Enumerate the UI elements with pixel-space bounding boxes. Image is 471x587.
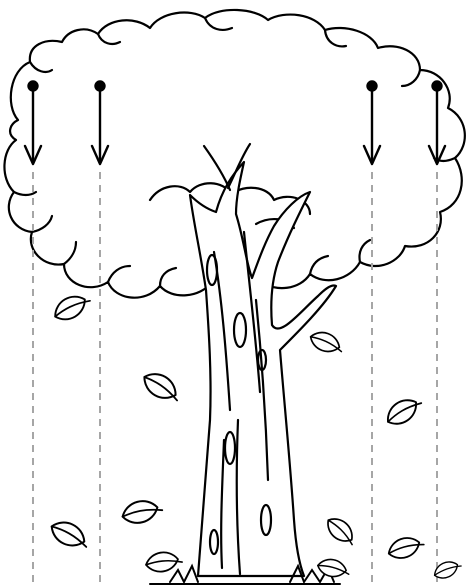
arrow-down-icon xyxy=(90,80,110,166)
tree-canopy xyxy=(3,8,466,299)
tree-trunk xyxy=(188,142,338,578)
arrow-down-icon xyxy=(23,80,43,166)
arrow-down-icon xyxy=(427,80,447,166)
leaf-icon xyxy=(49,287,95,327)
leaf-icon xyxy=(46,515,94,554)
leaf-icon xyxy=(315,556,352,581)
leaf-icon xyxy=(118,495,165,528)
leaf-icon xyxy=(321,512,361,550)
leaf-icon xyxy=(138,366,186,408)
tracing-arrows xyxy=(23,80,447,166)
leaf-icon xyxy=(306,327,347,358)
tracing-guide-lines xyxy=(32,172,438,587)
leaf-icon xyxy=(381,390,426,431)
leaf-icon xyxy=(384,531,427,564)
arrow-down-icon xyxy=(362,80,382,166)
